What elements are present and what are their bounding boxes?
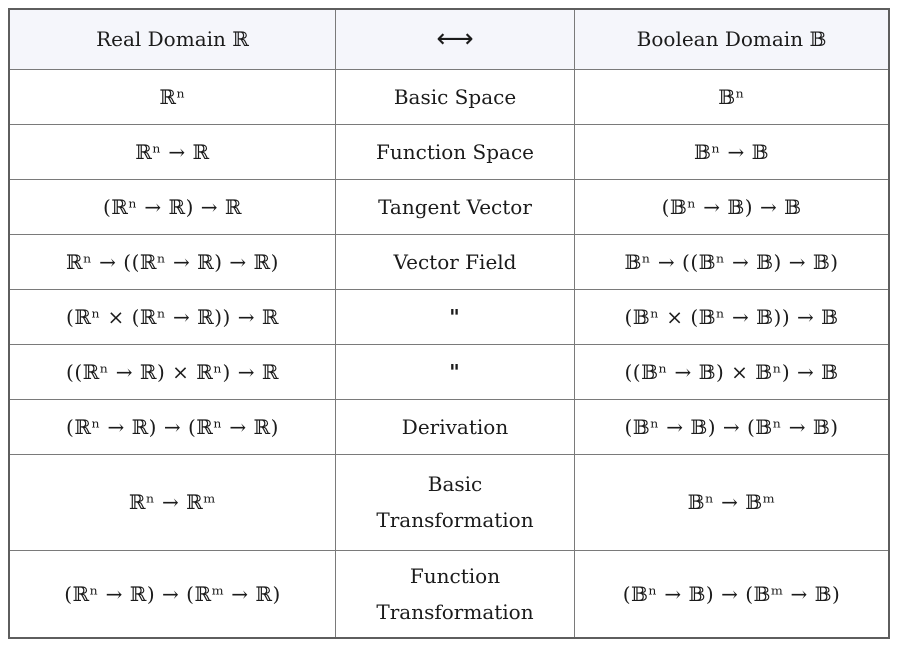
real-domain-expression: ℝⁿ → ((ℝⁿ → ℝ) → ℝ) xyxy=(8,233,336,290)
real-domain-expression: (ℝⁿ → ℝ) → ℝ xyxy=(8,178,336,235)
correspondence-label-cell: " xyxy=(334,288,576,345)
correspondence-arrow-header: ⟷ xyxy=(334,8,576,70)
real-domain-expression: ℝⁿ xyxy=(8,68,336,125)
math-expression: 𝔹ⁿ xyxy=(718,84,745,109)
boolean-domain-expression: 𝔹ⁿ → 𝔹 xyxy=(574,123,890,180)
boolean-domain-expression: 𝔹ⁿ → 𝔹ᵐ xyxy=(574,453,890,551)
table-row: ℝⁿ → ((ℝⁿ → ℝ) → ℝ) Vector Field 𝔹ⁿ → ((… xyxy=(8,233,890,290)
boolean-domain-expression: (𝔹ⁿ → 𝔹) → (𝔹ᵐ → 𝔹) xyxy=(574,549,890,639)
boolean-domain-expression: (𝔹ⁿ → 𝔹) → (𝔹ⁿ → 𝔹) xyxy=(574,398,890,455)
boolean-domain-expression: 𝔹ⁿ xyxy=(574,68,890,125)
boolean-domain-expression: ((𝔹ⁿ → 𝔹) × 𝔹ⁿ) → 𝔹 xyxy=(574,343,890,400)
math-expression: (𝔹ⁿ → 𝔹) → (𝔹ᵐ → 𝔹) xyxy=(622,581,841,606)
math-expression: ℝⁿ → ℝᵐ xyxy=(128,490,217,514)
correspondence-label: Vector Field xyxy=(393,249,517,274)
header-row: Real Domain ℝ ⟷ Boolean Domain 𝔹 xyxy=(8,8,890,70)
real-domain-expression: ((ℝⁿ → ℝ) × ℝⁿ) → ℝ xyxy=(8,343,336,400)
real-domain-expression: ℝⁿ → ℝ xyxy=(8,123,336,180)
real-domain-expression: (ℝⁿ × (ℝⁿ → ℝ)) → ℝ xyxy=(8,288,336,345)
table-row: ℝⁿ → ℝ Function Space 𝔹ⁿ → 𝔹 xyxy=(8,123,890,180)
table-row: (ℝⁿ → ℝ) → (ℝⁿ → ℝ) Derivation (𝔹ⁿ → 𝔹) … xyxy=(8,398,890,455)
math-expression: (ℝⁿ × (ℝⁿ → ℝ)) → ℝ xyxy=(66,304,279,329)
correspondence-label: Basic Space xyxy=(393,84,517,109)
correspondence-label-cell: Basic Transformation xyxy=(334,453,576,551)
boolean-domain-expression: (𝔹ⁿ × (𝔹ⁿ → 𝔹)) → 𝔹 xyxy=(574,288,890,345)
correspondence-label-cell: " xyxy=(334,343,576,400)
math-expression: (ℝⁿ → ℝ) → (ℝᵐ → ℝ) xyxy=(64,581,281,606)
correspondence-label-cell: Function Space xyxy=(334,123,576,180)
math-expression: ℝⁿ xyxy=(159,84,186,109)
boolean-domain-header: Boolean Domain 𝔹 xyxy=(574,8,890,70)
table-row: (ℝⁿ × (ℝⁿ → ℝ)) → ℝ " (𝔹ⁿ × (𝔹ⁿ → 𝔹)) → … xyxy=(8,288,890,345)
math-expression: (ℝⁿ → ℝ) → (ℝⁿ → ℝ) xyxy=(66,414,279,439)
correspondence-label-cell: Derivation xyxy=(334,398,576,455)
math-expression: (𝔹ⁿ × (𝔹ⁿ → 𝔹)) → 𝔹 xyxy=(624,304,839,329)
real-domain-expression: (ℝⁿ → ℝ) → (ℝᵐ → ℝ) xyxy=(8,549,336,639)
correspondence-label-cell: Function Transformation xyxy=(334,549,576,639)
math-expression: 𝔹ⁿ → ((𝔹ⁿ → 𝔹) → 𝔹) xyxy=(624,249,839,274)
real-domain-expression: (ℝⁿ → ℝ) → (ℝⁿ → ℝ) xyxy=(8,398,336,455)
real-domain-header: Real Domain ℝ xyxy=(8,8,336,70)
boolean-domain-header-label: Boolean Domain 𝔹 xyxy=(636,27,827,52)
math-expression: ℝⁿ → ((ℝⁿ → ℝ) → ℝ) xyxy=(66,249,279,274)
table-row: ℝⁿ → ℝᵐ Basic Transformation 𝔹ⁿ → 𝔹ᵐ xyxy=(8,453,890,551)
correspondence-label-cell: Tangent Vector xyxy=(334,178,576,235)
correspondence-label: Tangent Vector xyxy=(378,194,532,219)
table-row: ((ℝⁿ → ℝ) × ℝⁿ) → ℝ " ((𝔹ⁿ → 𝔹) × 𝔹ⁿ) → … xyxy=(8,343,890,400)
math-expression: ((𝔹ⁿ → 𝔹) × 𝔹ⁿ) → 𝔹 xyxy=(624,359,839,384)
ditto-mark: " xyxy=(449,304,461,329)
math-expression: (𝔹ⁿ → 𝔹) → 𝔹 xyxy=(661,194,802,219)
long-left-right-arrow-icon: ⟷ xyxy=(436,24,474,55)
math-expression: 𝔹ⁿ → 𝔹 xyxy=(694,139,769,164)
math-expression: (𝔹ⁿ → 𝔹) → (𝔹ⁿ → 𝔹) xyxy=(624,414,839,439)
math-expression: ((ℝⁿ → ℝ) × ℝⁿ) → ℝ xyxy=(66,359,279,384)
math-expression: ℝⁿ → ℝ xyxy=(135,139,210,164)
correspondence-label-cell: Vector Field xyxy=(334,233,576,290)
real-domain-header-label: Real Domain ℝ xyxy=(96,27,249,52)
boolean-domain-expression: 𝔹ⁿ → ((𝔹ⁿ → 𝔹) → 𝔹) xyxy=(574,233,890,290)
real-domain-expression: ℝⁿ → ℝᵐ xyxy=(8,453,336,551)
table-row: (ℝⁿ → ℝ) → ℝ Tangent Vector (𝔹ⁿ → 𝔹) → 𝔹 xyxy=(8,178,890,235)
correspondence-label: Derivation xyxy=(401,414,509,439)
correspondence-label: Basic Transformation xyxy=(376,472,534,532)
math-expression: (ℝⁿ → ℝ) → ℝ xyxy=(102,194,243,219)
boolean-domain-expression: (𝔹ⁿ → 𝔹) → 𝔹 xyxy=(574,178,890,235)
correspondence-label: Function Transformation xyxy=(376,563,534,624)
table-row: (ℝⁿ → ℝ) → (ℝᵐ → ℝ) Function Transformat… xyxy=(8,549,890,639)
math-expression: 𝔹ⁿ → 𝔹ᵐ xyxy=(687,490,776,514)
correspondence-label-cell: Basic Space xyxy=(334,68,576,125)
correspondence-label: Function Space xyxy=(375,139,535,164)
ditto-mark: " xyxy=(449,359,461,384)
domain-correspondence-table: Real Domain ℝ ⟷ Boolean Domain 𝔹 ℝⁿ Basi… xyxy=(8,8,890,639)
table-row: ℝⁿ Basic Space 𝔹ⁿ xyxy=(8,68,890,125)
